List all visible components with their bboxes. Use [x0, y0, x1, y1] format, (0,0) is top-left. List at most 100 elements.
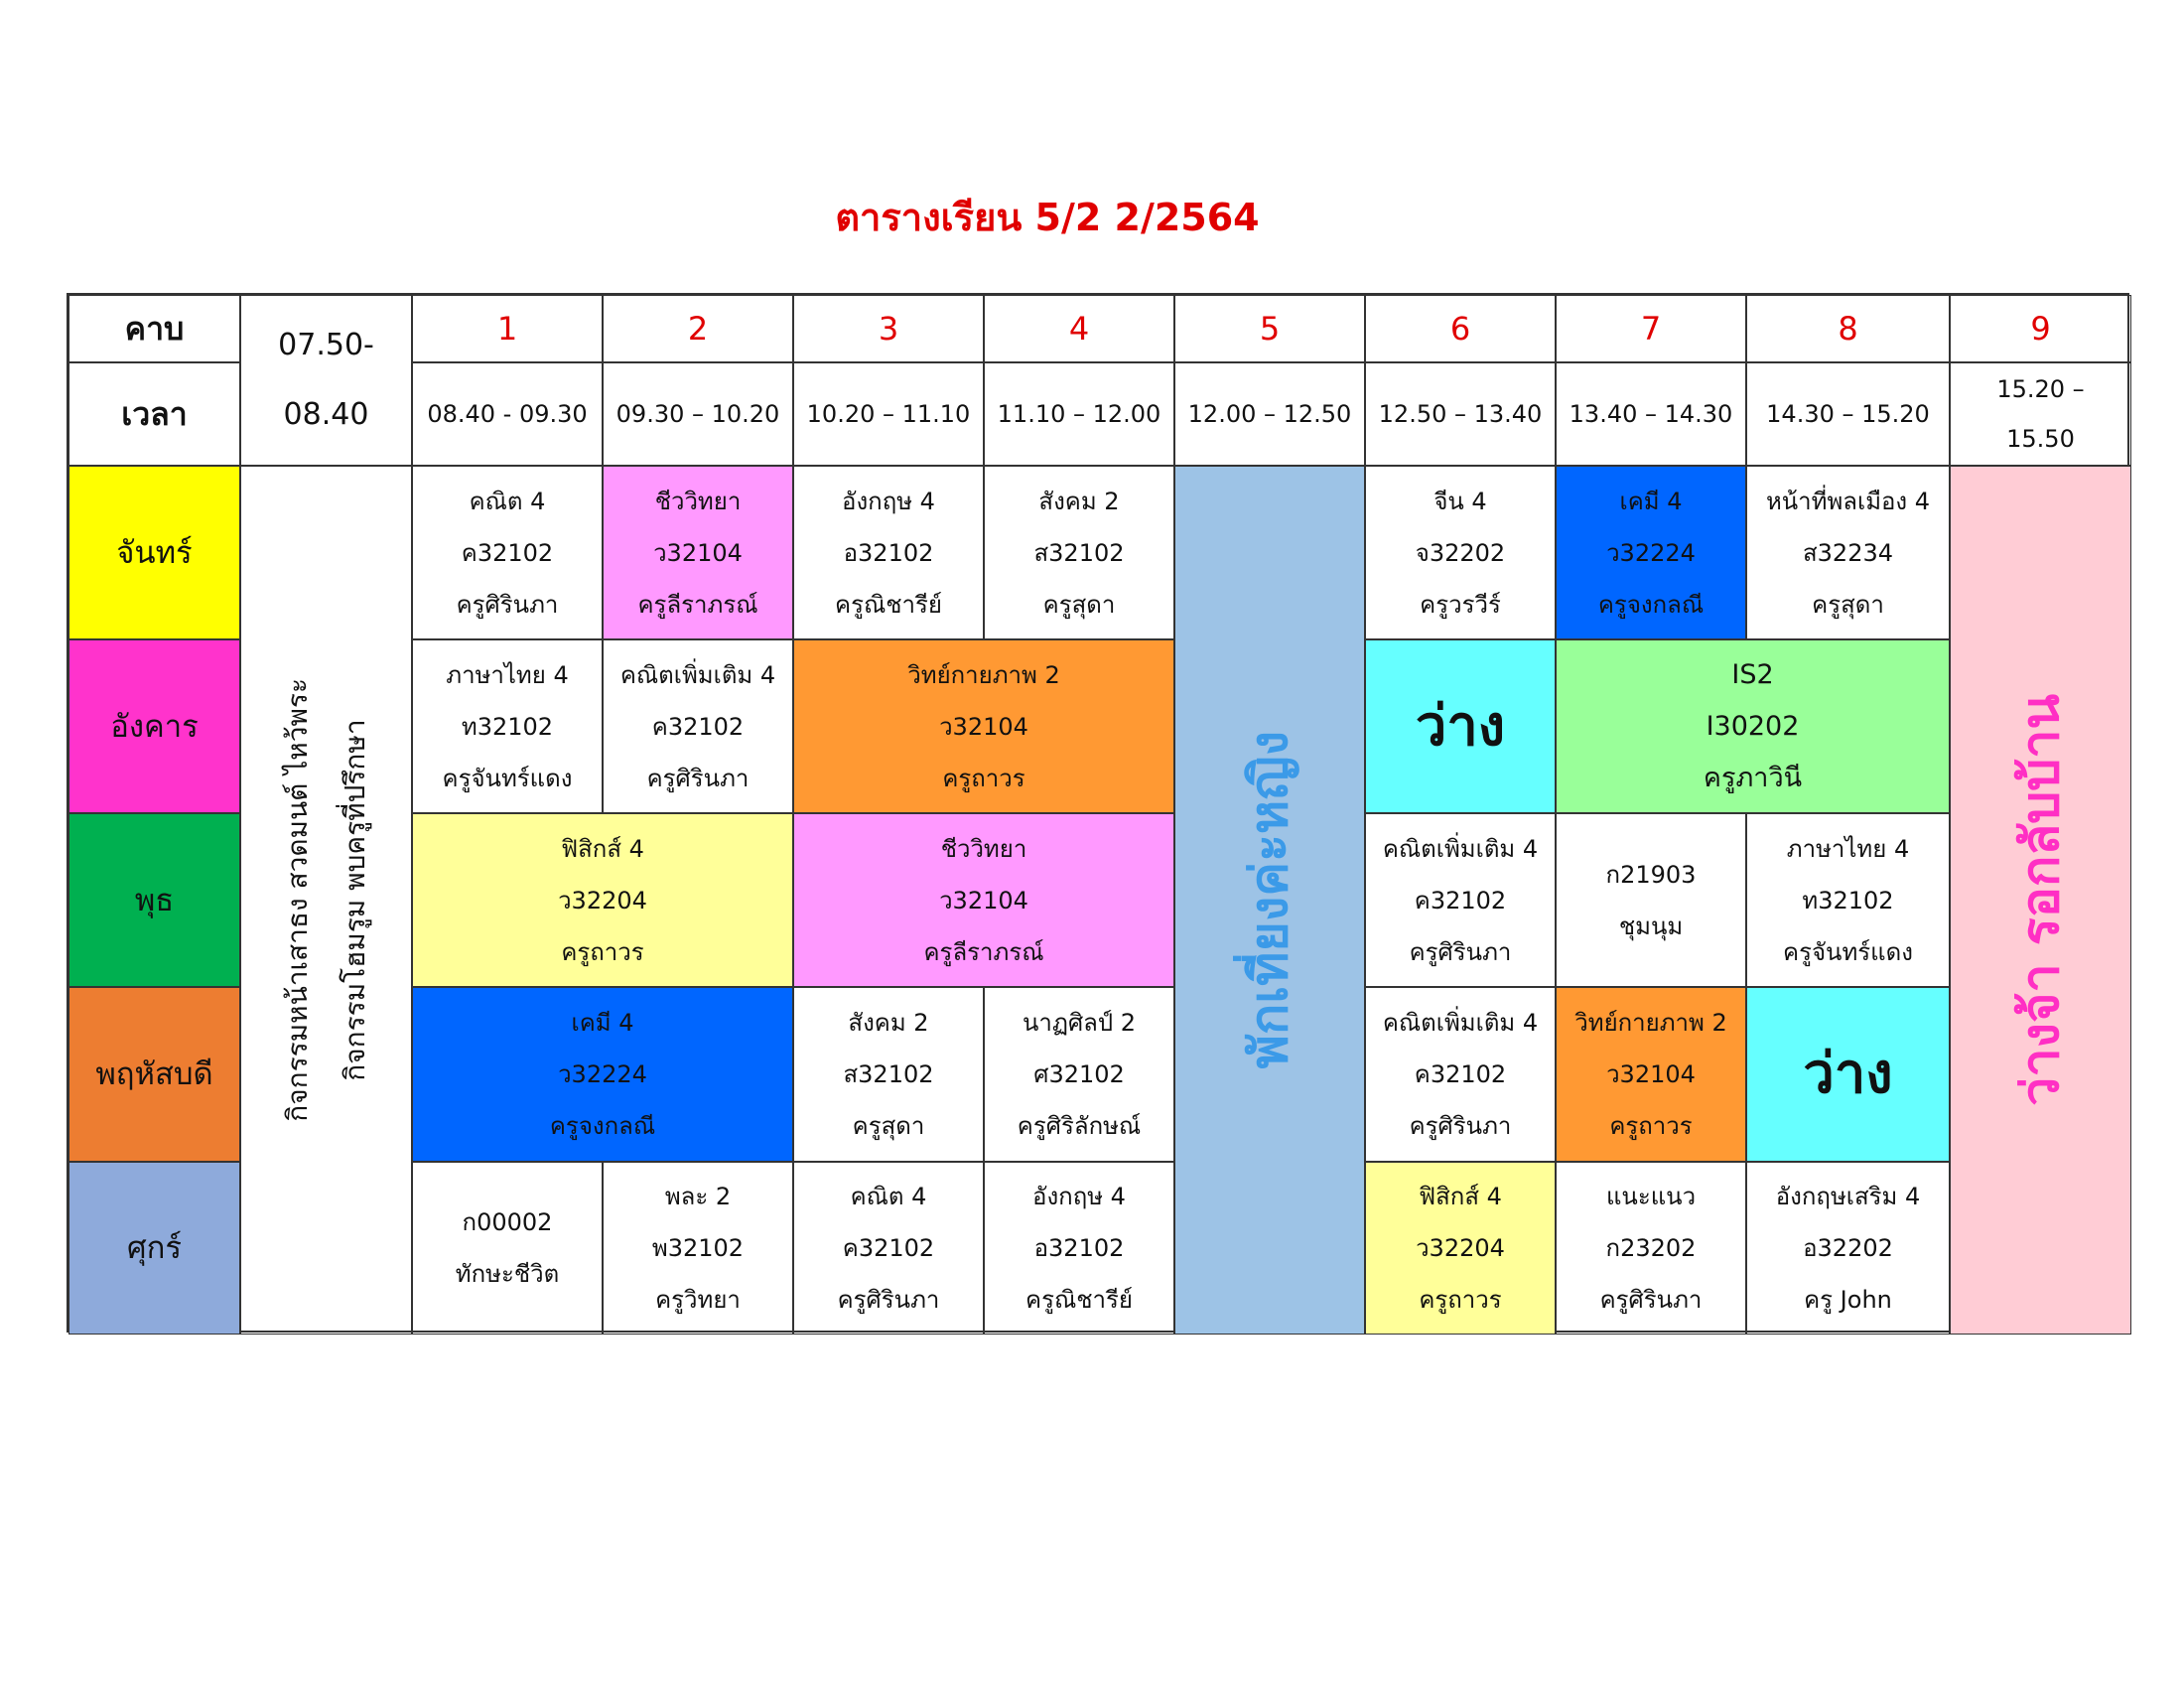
- teacher-name: ครูสุดา: [1812, 590, 1884, 619]
- subject-name: คณิตเพิ่มเติม 4: [1382, 834, 1539, 863]
- teacher-name: ครูจันทร์แดง: [442, 764, 573, 792]
- class-cell: หน้าที่พลเมือง 4 ส32234 ครูสุดา: [1746, 466, 1950, 639]
- subject-name: จีน 4: [1433, 487, 1487, 515]
- day-wednesday: พุธ: [68, 813, 240, 987]
- class-cell: IS2 I30202 ครูภาวินี: [1556, 639, 1950, 813]
- teacher-name: ครู John: [1804, 1286, 1892, 1314]
- subject-code: ว32104: [939, 886, 1028, 914]
- class-cell: เคมี 4 ว32224 ครูจงกลณี: [412, 987, 793, 1162]
- subject-code: ค32102: [842, 1234, 935, 1262]
- subject-code: ศ32102: [1033, 1060, 1125, 1088]
- subject-name: คณิตเพิ่มเติม 4: [619, 660, 776, 689]
- period-number: 9: [1950, 295, 2131, 362]
- time-slot: 13.40 – 14.30: [1556, 362, 1746, 466]
- subject-code: ท32102: [461, 712, 554, 741]
- teacher-name: ครูลีราภรณ์: [923, 937, 1044, 966]
- teacher-name: ครูศิรินภา: [1409, 1112, 1512, 1140]
- subject-code: ว32104: [939, 712, 1028, 741]
- subject-code: ส32234: [1803, 538, 1893, 567]
- subject-name: ฟิสิกส์ 4: [1419, 1183, 1502, 1210]
- subject-code: ว32204: [1416, 1234, 1505, 1262]
- teacher-name: ครูศิรินภา: [1409, 937, 1512, 966]
- subject-name: อังกฤษ 4: [1032, 1183, 1126, 1210]
- teacher-name: ครูถาวร: [1419, 1286, 1502, 1314]
- subject-code: ค32102: [651, 712, 745, 741]
- subject-name: ภาษาไทย 4: [1786, 834, 1910, 863]
- subject-name: ทักษะชีวิต: [455, 1260, 560, 1288]
- subject-name: แนะแนว: [1605, 1183, 1697, 1210]
- teacher-name: ครูถาวร: [561, 937, 644, 966]
- subject-name: สังคม 2: [848, 1009, 929, 1037]
- period-number: 2: [603, 295, 793, 362]
- teacher-name: ครูสุดา: [1042, 590, 1116, 619]
- period-number: 7: [1556, 295, 1746, 362]
- day-thursday: พฤหัสบดี: [68, 987, 240, 1162]
- subject-code: ส32102: [1033, 538, 1125, 567]
- class-cell: คณิต 4 ค32102 ครูศิรินภา: [793, 1162, 984, 1335]
- pre-time-line: 07.50-: [278, 328, 374, 362]
- class-cell: อังกฤษ 4 อ32102 ครูณิชารีย์: [984, 1162, 1174, 1335]
- day-monday: จันทร์: [68, 466, 240, 639]
- class-cell: วิทย์กายภาพ 2 ว32104 ครูถาวร: [1556, 987, 1746, 1162]
- subject-code: ว32104: [1606, 1060, 1696, 1088]
- free-period: ว่าง: [1365, 639, 1556, 813]
- class-cell: แนะแนว ก23202 ครูศิรินภา: [1556, 1162, 1746, 1335]
- teacher-name: ครูศิริลักษณ์: [1017, 1112, 1142, 1140]
- class-cell: จีน 4 จ32202 ครูวรวีร์: [1365, 466, 1556, 639]
- subject-name: IS2: [1731, 658, 1774, 690]
- period-number: 4: [984, 295, 1174, 362]
- subject-name: ชีววิทยา: [654, 487, 742, 515]
- class-cell: คณิต 4 ค32102 ครูศิรินภา: [412, 466, 603, 639]
- period9-cell: ว่างจ้า รอกลับบ้าน: [1950, 466, 2131, 1335]
- subject-code: ค32102: [461, 538, 554, 567]
- teacher-name: ครูลีราภรณ์: [637, 590, 758, 619]
- subject-code: ก23202: [1605, 1234, 1697, 1262]
- class-cell: คณิตเพิ่มเติม 4 ค32102 ครูศิรินภา: [1365, 813, 1556, 987]
- subject-name: เคมี 4: [571, 1009, 634, 1037]
- subject-code: ว32224: [558, 1060, 647, 1088]
- period9-label: ว่างจ้า รอกลับบ้าน: [2010, 694, 2071, 1106]
- timetable: คาบ 07.50- 08.40 1 2 3 4 5 6 7 8 9 เวลา …: [67, 293, 2131, 1335]
- class-cell: คณิตเพิ่มเติม 4 ค32102 ครูศิรินภา: [1365, 987, 1556, 1162]
- time-slot: 12.00 – 12.50: [1174, 362, 1365, 466]
- subject-name: คณิต 4: [850, 1183, 927, 1210]
- subject-name: พละ 2: [664, 1183, 732, 1210]
- teacher-name: ครูวิทยา: [655, 1286, 741, 1314]
- morning-activity-cell: กิจกรรมหน้าเสาธง สวดมนต์ ไหว้พระ กิจกรรม…: [240, 466, 412, 1335]
- subject-name: เคมี 4: [1619, 487, 1683, 515]
- time-slot: 08.40 - 09.30: [412, 362, 603, 466]
- class-cell: ชีววิทยา ว32104 ครูลีราภรณ์: [793, 813, 1174, 987]
- subject-code: ก21903: [1605, 860, 1697, 889]
- teacher-name: ครูจันทร์แดง: [1783, 937, 1913, 966]
- free-period: ว่าง: [1746, 987, 1950, 1162]
- class-cell: ฟิสิกส์ 4 ว32204 ครูถาวร: [1365, 1162, 1556, 1335]
- subject-name: อังกฤษเสริม 4: [1775, 1183, 1921, 1210]
- class-cell: ภาษาไทย 4 ท32102 ครูจันทร์แดง: [1746, 813, 1950, 987]
- lunch-cell: พักเที่ยงค่ะหญิง: [1174, 466, 1365, 1335]
- class-cell: ก00002 ทักษะชีวิต: [412, 1162, 603, 1335]
- time-slot: 14.30 – 15.20: [1746, 362, 1950, 466]
- time-slot: 15.20 – 15.50: [1950, 362, 2131, 466]
- subject-code: ท32102: [1802, 886, 1894, 914]
- subject-name: สังคม 2: [1038, 487, 1120, 515]
- teacher-name: ครูศิรินภา: [646, 764, 750, 792]
- class-cell: ฟิสิกส์ 4 ว32204 ครูถาวร: [412, 813, 793, 987]
- time-header: เวลา: [68, 362, 240, 466]
- time-slot: 09.30 – 10.20: [603, 362, 793, 466]
- page-title: ตารางเรียน 5/2 2/2564: [835, 196, 1260, 239]
- class-cell: ภาษาไทย 4 ท32102 ครูจันทร์แดง: [412, 639, 603, 813]
- class-cell: ชีววิทยา ว32104 ครูลีราภรณ์: [603, 466, 793, 639]
- class-cell: เคมี 4 ว32224 ครูจงกลณี: [1556, 466, 1746, 639]
- subject-name: คณิต 4: [469, 487, 546, 515]
- time-line: 15.20 –: [1996, 375, 2085, 403]
- pre-time-line: 08.40: [283, 397, 369, 432]
- subject-code: ค32102: [1414, 1060, 1507, 1088]
- subject-code: ว32204: [558, 886, 647, 914]
- period-number: 5: [1174, 295, 1365, 362]
- time-line: 15.50: [2006, 425, 2075, 453]
- subject-code: พ32102: [651, 1234, 745, 1262]
- teacher-name: ครูศิรินภา: [456, 590, 559, 619]
- subject-name: นาฏศิลป์ 2: [1022, 1009, 1137, 1037]
- period-number: 8: [1746, 295, 1950, 362]
- time-slot: 10.20 – 11.10: [793, 362, 984, 466]
